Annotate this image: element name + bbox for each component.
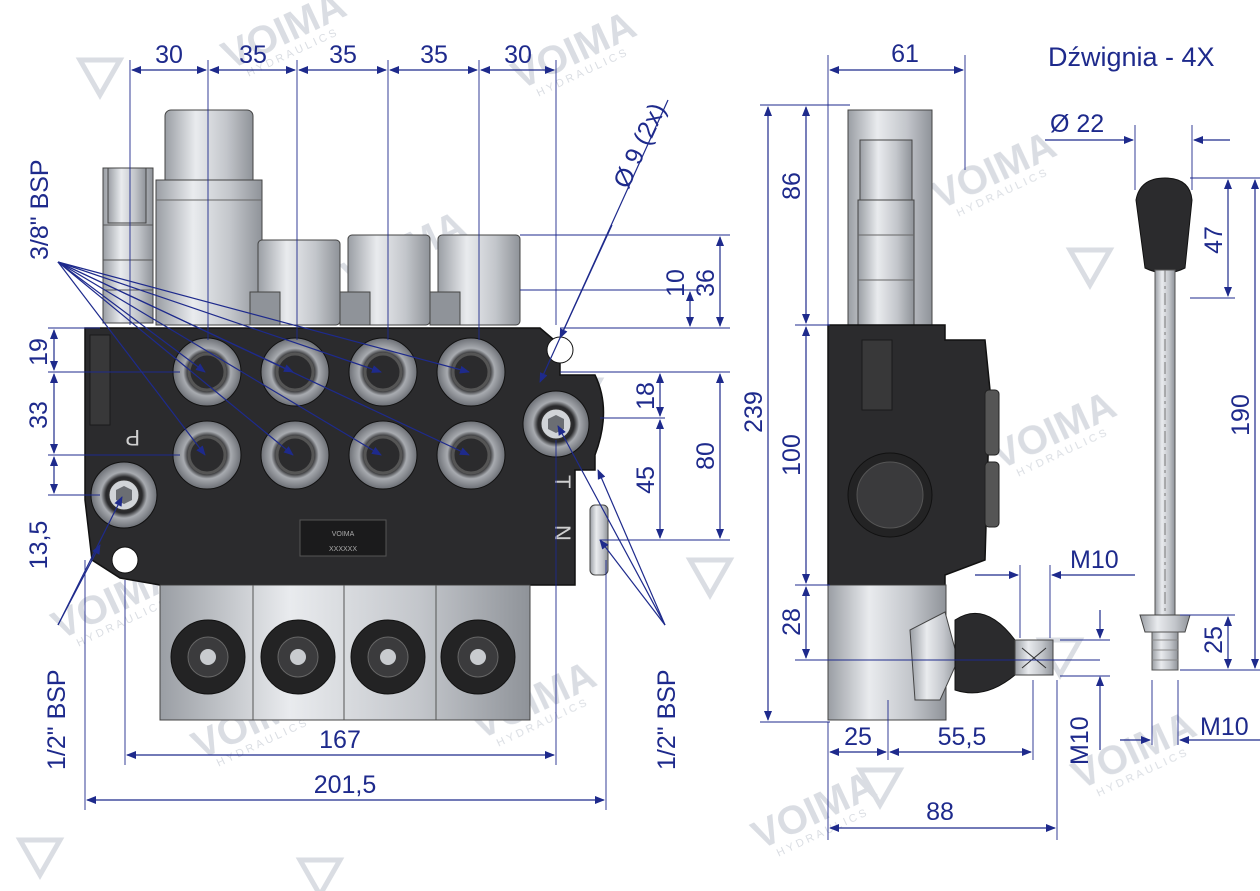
lever-nut (1139, 614, 1191, 633)
port-mark-p: P (125, 425, 140, 450)
label-lever-m10: M10 (1200, 713, 1249, 741)
dim-side-61: 61 (891, 40, 919, 68)
dim-right-36: 36 (692, 269, 720, 297)
side-view-dimensions: 61 86 239 100 28 25 55,5 88 M10 M10 (740, 40, 1135, 840)
dim-bottom-201-5: 201,5 (314, 771, 377, 799)
dim-left-33: 33 (25, 401, 53, 429)
dim-top-5: 30 (504, 41, 532, 69)
lever-view: Dźwignia - 4X Ø 22 47 190 25 M10 (1045, 42, 1260, 745)
front-view: P T N VOIMA XXXXXX (84, 109, 609, 721)
dim-left-19: 19 (25, 338, 53, 366)
label-m10-height: M10 (1066, 716, 1094, 765)
nameplate-brand: VOIMA (332, 531, 355, 538)
lever-thread (1151, 631, 1179, 671)
dim-top-4: 35 (420, 41, 448, 69)
dim-side-55-5: 55,5 (938, 723, 987, 751)
work-ports-row-a (172, 337, 506, 407)
relief-valve-body (155, 179, 263, 326)
port-mark-t: T (550, 475, 575, 488)
rubber-boot (954, 612, 1016, 694)
dim-bottom-167: 167 (319, 726, 361, 754)
label-m10-width: M10 (1070, 546, 1119, 574)
label-3-8-bsp: 3/8" BSP (26, 159, 54, 260)
nameplate (299, 519, 387, 557)
side-view (827, 109, 1054, 721)
side-valve-body (827, 324, 991, 586)
lever-title: Dźwignia - 4X (1048, 42, 1215, 72)
lever-thread-stub (1014, 639, 1054, 676)
dim-left-13-5: 13,5 (25, 521, 53, 570)
dim-right-18: 18 (632, 382, 660, 410)
port-mark-n: N (550, 525, 575, 541)
dim-right-45: 45 (632, 466, 660, 494)
lever-knob (1135, 177, 1193, 274)
dim-lever-d22: Ø 22 (1050, 110, 1104, 138)
mounting-hole-bottom (111, 546, 139, 574)
label-1-2-bsp-inlet: 1/2" BSP (43, 669, 71, 770)
dim-lever-190: 190 (1227, 394, 1255, 436)
dim-side-86: 86 (778, 172, 806, 200)
dim-side-28: 28 (778, 608, 806, 636)
dim-lever-47: 47 (1200, 226, 1228, 254)
dim-side-25: 25 (844, 723, 872, 751)
dim-right-10: 10 (662, 269, 690, 297)
dim-top-1: 30 (155, 41, 183, 69)
dim-lever-25: 25 (1200, 626, 1228, 654)
dim-side-100: 100 (778, 434, 806, 476)
nameplate-code: XXXXXX (329, 546, 357, 553)
label-1-2-bsp-outlet: 1/2" BSP (653, 669, 681, 770)
work-ports-row-b (172, 420, 506, 490)
spool-ends (159, 584, 531, 721)
relief-valve-cap (164, 109, 254, 191)
dim-side-239: 239 (740, 391, 768, 433)
hole-label: Ø 9 (2x) (608, 99, 672, 193)
dim-side-88: 88 (926, 798, 954, 826)
dim-top-2: 35 (239, 41, 267, 69)
dim-right-80: 80 (692, 442, 720, 470)
dim-top-3: 35 (329, 41, 357, 69)
